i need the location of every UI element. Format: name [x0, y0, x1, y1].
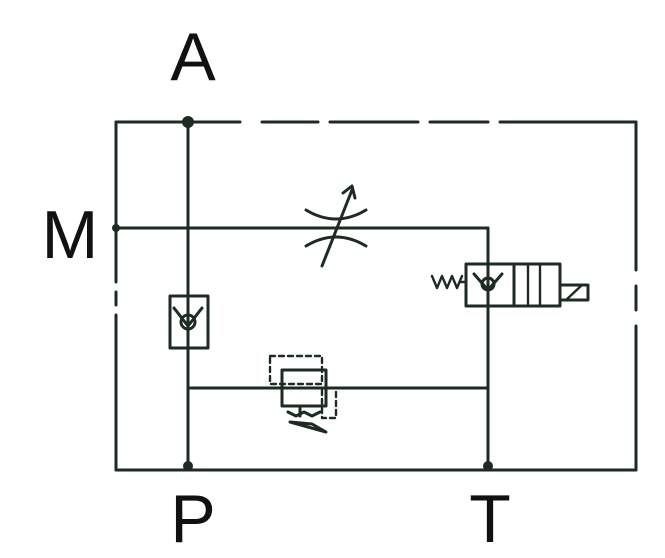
check-valve-icon [168, 294, 210, 350]
enclosure-outline [114, 120, 638, 472]
pressure-relief-valve-icon [268, 354, 338, 434]
port-label-p: P [170, 481, 215, 557]
junction-m [112, 224, 120, 232]
junction-p [183, 461, 193, 471]
adjustable-throttle-icon [304, 184, 368, 268]
port-label-a: A [170, 19, 216, 95]
junction-a [182, 116, 194, 128]
port-label-t: T [469, 481, 511, 557]
solenoid-valve-icon [430, 262, 590, 308]
junction-t [483, 461, 493, 471]
port-label-m: M [42, 197, 99, 273]
